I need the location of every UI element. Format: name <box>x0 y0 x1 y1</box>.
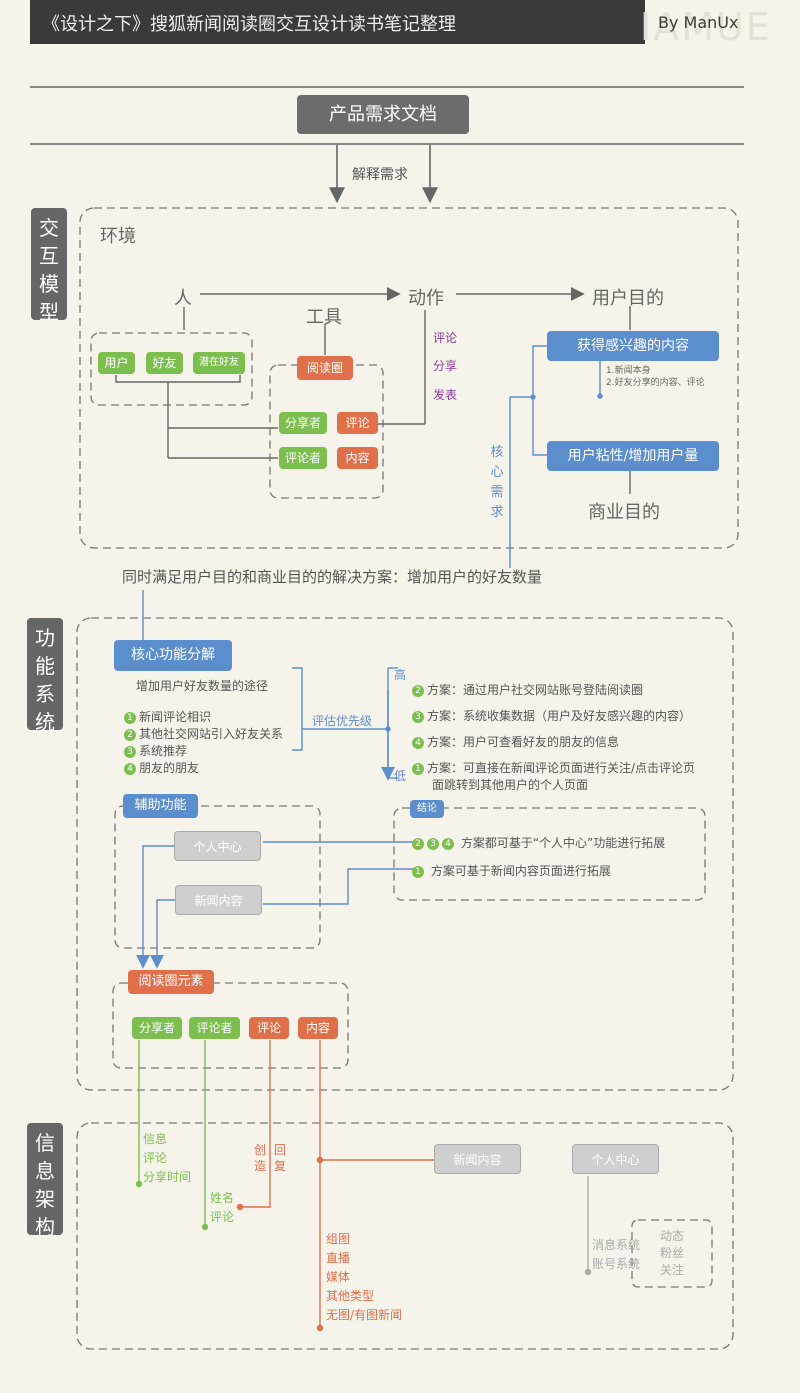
aux-news-content: 新闻内容 <box>175 885 262 915</box>
list-item-continued: 面跳转到其他用户的个人页面 <box>432 778 589 792</box>
section-info-architecture: 信息架构 <box>27 1123 63 1239</box>
list-item: 消息系统 <box>592 1238 641 1252</box>
element-sharer: 分享者 <box>132 1017 182 1039</box>
list-item: 评论 <box>143 1151 168 1165</box>
goal-interesting-content: 获得感兴趣的内容 <box>547 331 719 361</box>
list-item: 评论 <box>210 1210 235 1224</box>
list-item: 媒体 <box>326 1270 351 1284</box>
solution-statement: 同时满足用户目的和商业目的的解决方案：增加用户的好友数量 <box>122 568 543 586</box>
content-types: 组图 直播 媒体 其他类型 无图/有图新闻 <box>326 1230 402 1325</box>
list-item: 信息 <box>143 1132 168 1146</box>
conclusion-2: 1 方案可基于新闻内容页面进行拓展 <box>412 862 611 879</box>
comment-node: 评论 <box>337 412 378 434</box>
ia-news-content: 新闻内容 <box>434 1144 521 1174</box>
requirements-doc-box: 产品需求文档 <box>297 95 469 134</box>
priority-label: 评估优先级 <box>312 714 373 728</box>
goal-retention: 用户粘性/增加用户量 <box>547 441 719 471</box>
list-item: 其他类型 <box>326 1289 375 1303</box>
comment-create-label: 创造 <box>253 1143 266 1173</box>
goal-note-1: 1.新闻本身 <box>606 366 651 376</box>
friend-node: 好友 <box>146 352 183 374</box>
sharer-attributes: 信息 评论 分享时间 <box>143 1130 191 1187</box>
business-goal-label: 商业目的 <box>588 502 660 523</box>
sharer-node: 分享者 <box>279 412 327 434</box>
divider-bottom <box>30 143 744 145</box>
potential-friend-node: 潜在好友 <box>193 352 245 374</box>
element-content: 内容 <box>298 1017 338 1039</box>
core-need-label: 核心需求 <box>490 445 504 520</box>
elements-title: 阅读圈元素 <box>128 970 214 994</box>
commenter-attributes: 姓名 评论 <box>210 1189 234 1227</box>
element-commenter: 评论者 <box>189 1017 240 1039</box>
center-subitems: 动态 粉丝 关注 <box>660 1228 684 1279</box>
list-item: 分享时间 <box>143 1170 192 1184</box>
verb-share: 分享 <box>433 359 458 373</box>
person-label: 人 <box>174 288 192 309</box>
byline: By ManUx <box>658 13 739 32</box>
page-title: 《设计之下》搜狐新闻阅读圈交互设计读书笔记整理 <box>42 14 456 35</box>
section-function-system: 功能系统 <box>27 618 63 734</box>
aux-function-title: 辅助功能 <box>123 794 198 818</box>
explain-needs-label: 解释需求 <box>352 167 408 183</box>
aux-personal-center: 个人中心 <box>174 831 261 861</box>
conclusion-title: 结论 <box>410 800 444 818</box>
verb-comment: 评论 <box>433 331 458 345</box>
tool-label: 工具 <box>306 307 342 328</box>
list-item: 姓名 <box>210 1191 235 1205</box>
core-function-title: 核心功能分解 <box>114 640 232 671</box>
list-item: 动态 <box>660 1229 685 1243</box>
priority-high: 高 <box>394 668 407 682</box>
list-item: 直播 <box>326 1251 351 1265</box>
ia-personal-center: 个人中心 <box>572 1144 659 1174</box>
reading-circle-node: 阅读圈 <box>297 356 353 380</box>
user-goal-label: 用户目的 <box>592 288 664 309</box>
action-label: 动作 <box>408 288 444 309</box>
list-item: 账号系统 <box>592 1257 641 1271</box>
list-item: 组图 <box>326 1232 351 1246</box>
header-bar <box>30 0 645 44</box>
list-item: 粉丝 <box>660 1246 685 1260</box>
goal-note-2: 2.好友分享的内容、评论 <box>606 378 705 388</box>
list-item: 关注 <box>660 1263 685 1277</box>
element-comment: 评论 <box>249 1017 289 1039</box>
content-node: 内容 <box>337 447 378 469</box>
priority-low: 低 <box>394 769 407 783</box>
commenter-node: 评论者 <box>279 447 327 469</box>
verb-publish: 发表 <box>433 388 458 402</box>
ways-title: 增加用户好友数量的途径 <box>136 679 269 693</box>
environment-label: 环境 <box>100 226 136 247</box>
list-item: 无图/有图新闻 <box>326 1308 403 1322</box>
center-systems: 消息系统 账号系统 <box>592 1236 640 1274</box>
section-interaction-model: 交互模型 <box>31 208 67 324</box>
divider-top <box>30 86 744 88</box>
user-node: 用户 <box>98 352 135 374</box>
comment-reply-label: 回复 <box>273 1143 286 1173</box>
watermark: IAMUE <box>640 5 772 49</box>
